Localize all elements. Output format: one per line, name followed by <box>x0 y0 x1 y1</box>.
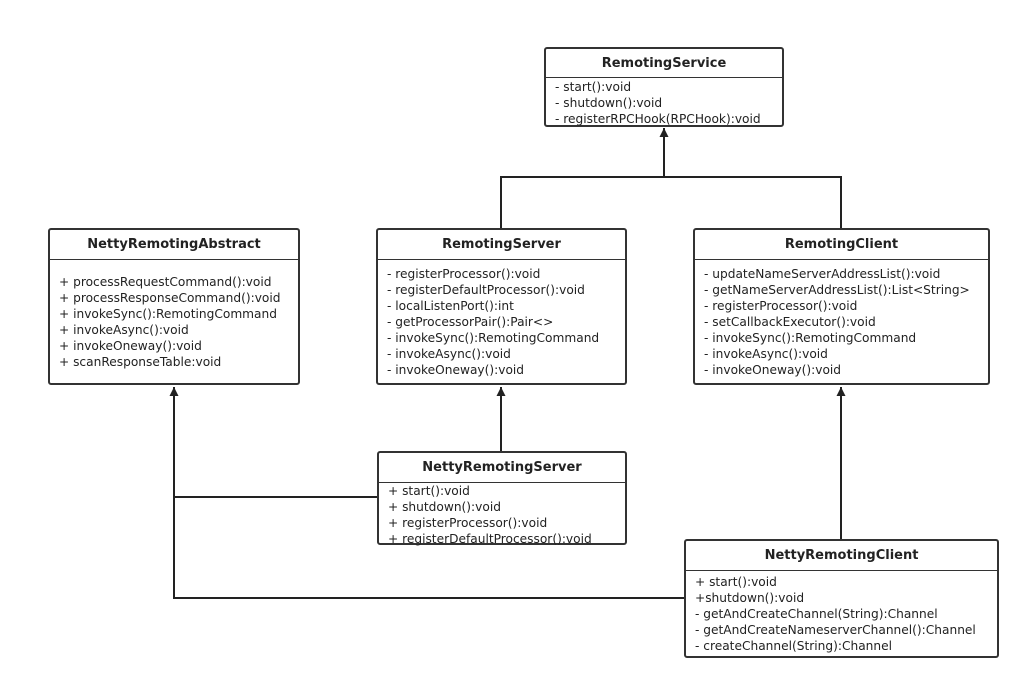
member: - localListenPort():int <box>387 299 514 313</box>
member: + invokeOneway():void <box>59 339 202 353</box>
member: +shutdown():void <box>695 591 805 605</box>
member: - invokeAsync():void <box>704 347 828 361</box>
member: - invokeOneway():void <box>387 363 525 377</box>
member: - getAndCreateNameserverChannel():Channe… <box>695 623 976 637</box>
member-list: + start():void +shutdown():void - getAnd… <box>686 571 997 654</box>
member: - invokeAsync():void <box>387 347 511 361</box>
class-netty-remoting-server: NettyRemotingServer + start():void + shu… <box>377 451 627 547</box>
member-list: + processRequestCommand():void + process… <box>50 260 298 370</box>
member: + scanResponseTable:void <box>59 355 222 369</box>
class-title: NettyRemotingAbstract <box>50 230 298 260</box>
class-title: RemotingClient <box>695 230 988 260</box>
edge-remotingclient-to-remotingservice <box>664 176 842 228</box>
member-list: - updateNameServerAddressList():void - g… <box>695 260 988 378</box>
edge-nettyclient-to-abstract <box>169 387 684 599</box>
class-netty-remoting-client: NettyRemotingClient + start():void +shut… <box>684 539 999 658</box>
class-remoting-server: RemotingServer - registerProcessor():voi… <box>376 228 627 385</box>
member: - getProcessorPair():Pair<> <box>387 315 554 329</box>
class-netty-remoting-abstract: NettyRemotingAbstract + processRequestCo… <box>48 228 300 385</box>
member: + processRequestCommand():void <box>59 275 272 289</box>
member: + processResponseCommand():void <box>59 291 281 305</box>
member: + invokeSync():RemotingCommand <box>59 307 277 321</box>
member-list: - start():void - shutdown():void - regis… <box>546 78 782 127</box>
member: - getAndCreateChannel(String):Channel <box>695 607 938 621</box>
member: + start():void <box>388 484 470 498</box>
member-list: - registerProcessor():void - registerDef… <box>378 260 625 378</box>
class-title: NettyRemotingServer <box>379 453 625 483</box>
member: - registerDefaultProcessor():void <box>387 283 585 297</box>
member: - shutdown():void <box>555 96 663 110</box>
member: - getNameServerAddressList():List<String… <box>704 283 970 297</box>
member: + shutdown():void <box>388 500 501 514</box>
class-title: NettyRemotingClient <box>686 541 997 571</box>
member: - invokeSync():RemotingCommand <box>704 331 917 345</box>
member: - registerProcessor():void <box>387 267 541 281</box>
member: - setCallbackExecutor():void <box>704 315 876 329</box>
member: + registerDefaultProcessor():void <box>388 532 592 546</box>
member: - updateNameServerAddressList():void <box>704 267 941 281</box>
member: - invokeSync():RemotingCommand <box>387 331 600 345</box>
member: - createChannel(String):Channel <box>695 639 893 653</box>
class-remoting-client: RemotingClient - updateNameServerAddress… <box>693 228 990 385</box>
member: - invokeOneway():void <box>704 363 842 377</box>
member: - start():void <box>555 80 632 94</box>
member: - registerRPCHook(RPCHook):void <box>555 112 761 126</box>
class-remoting-service: RemotingService - start():void - shutdow… <box>544 47 784 127</box>
member: + start():void <box>695 575 777 589</box>
class-title: RemotingService <box>546 49 782 78</box>
edge-remotingserver-to-remotingservice <box>500 128 669 228</box>
class-title: RemotingServer <box>378 230 625 260</box>
member: + invokeAsync():void <box>59 323 189 337</box>
member: + registerProcessor():void <box>388 516 548 530</box>
member: - registerProcessor():void <box>704 299 858 313</box>
member-list: + start():void + shutdown():void + regis… <box>379 483 625 547</box>
